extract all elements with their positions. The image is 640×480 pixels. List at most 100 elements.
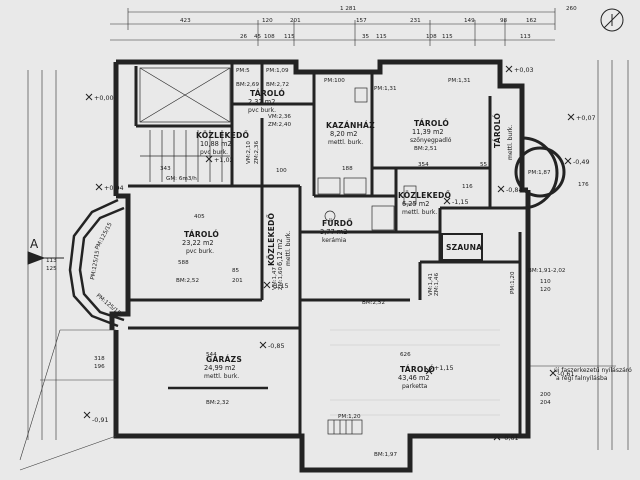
svg-text:PM:1,87: PM:1,87 xyxy=(528,170,551,176)
svg-text:343: 343 xyxy=(160,166,171,172)
svg-text:ZM:1,60: ZM:1,60 xyxy=(278,267,284,290)
room-label-storage-small-right: TÁROLÓ mettl. burk. xyxy=(493,113,514,160)
svg-text:354: 354 xyxy=(418,162,429,168)
left-bay-window xyxy=(68,198,125,328)
north-arrow-icon xyxy=(600,8,624,32)
svg-text:mettl. burk.: mettl. burk. xyxy=(402,209,437,216)
right-round-bay xyxy=(514,136,566,210)
room-label-boiler: KAZÁNHÁZ 8,20 m2 mettl. burk. xyxy=(326,121,375,146)
svg-text:FÜRDŐ: FÜRDŐ xyxy=(322,219,353,228)
svg-text:kerámia: kerámia xyxy=(322,237,347,244)
level-crosses xyxy=(83,65,575,441)
svg-text:BM:2,69: BM:2,69 xyxy=(236,82,259,88)
svg-text:43,46 m2: 43,46 m2 xyxy=(398,374,430,382)
room-label-storage-left: TÁROLÓ 23,22 m2 pvc burk. xyxy=(182,230,219,255)
room-label-storage-carpet: TÁROLÓ 11,39 m2 szőnyegpadló xyxy=(410,119,452,144)
ramp-lines xyxy=(19,329,117,471)
svg-text:a régi falnyílásba: a régi falnyílásba xyxy=(556,375,608,382)
svg-text:113: 113 xyxy=(46,258,57,264)
svg-text:23,22 m2: 23,22 m2 xyxy=(182,239,214,247)
inner-walls xyxy=(128,64,528,436)
svg-text:VM:2,36: VM:2,36 xyxy=(268,114,291,120)
room-label-corridor-mid: KÖZLEKEDŐ 6,25 m2 mettl. burk. xyxy=(398,191,452,216)
svg-text:162: 162 xyxy=(526,18,537,24)
svg-text:VM:1,41: VM:1,41 xyxy=(428,273,434,296)
svg-text:+1,15: +1,15 xyxy=(434,364,454,372)
svg-text:pvc burk.: pvc burk. xyxy=(186,248,214,255)
top-dimension-lines xyxy=(110,8,556,46)
svg-text:A: A xyxy=(30,237,39,251)
svg-text:55: 55 xyxy=(480,162,488,168)
svg-text:pvc burk.: pvc burk. xyxy=(248,107,276,114)
svg-text:176: 176 xyxy=(578,182,589,188)
svg-text:+0,00: +0,00 xyxy=(94,94,114,102)
svg-text:PM:1,20: PM:1,20 xyxy=(338,414,361,420)
svg-text:mettl. burk.: mettl. burk. xyxy=(328,139,363,146)
svg-text:szőnyegpadló: szőnyegpadló xyxy=(410,137,452,144)
svg-text:KÖZLEKEDŐ: KÖZLEKEDŐ xyxy=(398,191,452,200)
svg-text:196: 196 xyxy=(94,364,105,370)
svg-text:120: 120 xyxy=(262,18,273,24)
svg-text:24,99 m2: 24,99 m2 xyxy=(204,364,236,372)
svg-text:TÁROLÓ: TÁROLÓ xyxy=(414,119,449,128)
svg-text:TÁROLÓ: TÁROLÓ xyxy=(184,230,219,239)
right-dimension-lines xyxy=(597,60,629,450)
svg-text:200: 200 xyxy=(540,392,551,398)
svg-text:3,77 m2: 3,77 m2 xyxy=(320,228,347,236)
svg-text:11,39 m2: 11,39 m2 xyxy=(412,128,444,136)
svg-text:+1,02: +1,02 xyxy=(214,156,234,164)
svg-text:120: 120 xyxy=(540,287,551,293)
svg-text:149: 149 xyxy=(464,18,475,24)
ghost-hatching xyxy=(330,329,500,416)
bathroom-fixtures xyxy=(324,185,417,231)
svg-text:100: 100 xyxy=(276,168,287,174)
svg-text:PM:1,20: PM:1,20 xyxy=(510,271,516,294)
svg-text:+0,04: +0,04 xyxy=(104,184,124,192)
svg-text:26: 26 xyxy=(240,34,248,40)
svg-text:188: 188 xyxy=(342,166,353,172)
svg-text:BM:2,32: BM:2,32 xyxy=(206,400,229,406)
svg-text:115: 115 xyxy=(284,34,295,40)
svg-text:parketta: parketta xyxy=(402,383,428,390)
svg-text:BM:2,51: BM:2,51 xyxy=(414,146,437,152)
svg-text:KAZÁNHÁZ: KAZÁNHÁZ xyxy=(326,121,375,130)
svg-text:85: 85 xyxy=(232,268,240,274)
svg-text:mettl. burk.: mettl. burk. xyxy=(204,373,239,380)
room-label-sauna: SZAUNA xyxy=(446,243,482,252)
svg-text:8,20 m2: 8,20 m2 xyxy=(330,130,357,138)
svg-text:108: 108 xyxy=(264,34,275,40)
svg-text:35: 35 xyxy=(362,34,370,40)
top-dimension-text: 1 281 423 120 201 157 231 149 98 162 260… xyxy=(180,6,577,40)
svg-text:ZM:2,36: ZM:2,36 xyxy=(254,141,260,164)
svg-text:GARÁZS: GARÁZS xyxy=(206,355,242,364)
stairs-top xyxy=(139,67,231,123)
inner-dimension-text: 343 405 588 544 626 85 201 318 196 110 1… xyxy=(94,162,589,406)
svg-text:-1,15: -1,15 xyxy=(452,198,469,206)
svg-text:10,88 m2: 10,88 m2 xyxy=(200,140,232,148)
svg-text:PM:1,09: PM:1,09 xyxy=(266,68,289,74)
svg-text:ZM:2,40: ZM:2,40 xyxy=(268,122,291,128)
svg-text:KÖZLEKEDŐ: KÖZLEKEDŐ xyxy=(267,212,276,266)
svg-text:201: 201 xyxy=(290,18,301,24)
svg-text:VM:1,47: VM:1,47 xyxy=(272,267,278,290)
svg-text:45: 45 xyxy=(254,34,262,40)
svg-text:BM:2,52: BM:2,52 xyxy=(362,300,385,306)
svg-text:PM:1,31: PM:1,31 xyxy=(374,86,397,92)
svg-text:-0,91: -0,91 xyxy=(92,416,109,424)
svg-text:-1,15: -1,15 xyxy=(272,282,289,290)
svg-text:113: 113 xyxy=(520,34,531,40)
svg-text:-0,49: -0,49 xyxy=(573,158,590,166)
svg-text:2,32 m2: 2,32 m2 xyxy=(248,98,275,106)
svg-text:1 281: 1 281 xyxy=(340,6,356,12)
section-arrow-icon xyxy=(27,251,64,265)
svg-text:BM:2,72: BM:2,72 xyxy=(266,82,289,88)
svg-text:SZAUNA: SZAUNA xyxy=(446,243,482,252)
svg-text:PM:5: PM:5 xyxy=(236,68,250,74)
svg-text:ZM:1,46: ZM:1,46 xyxy=(434,273,440,296)
svg-text:260: 260 xyxy=(566,6,577,12)
svg-text:KÖZLEKEDŐ: KÖZLEKEDŐ xyxy=(196,131,250,140)
svg-text:TÁROLÓ: TÁROLÓ xyxy=(400,365,435,374)
svg-text:157: 157 xyxy=(356,18,367,24)
room-label-bathroom: FÜRDŐ 3,77 m2 kerámia xyxy=(320,219,353,244)
svg-text:116: 116 xyxy=(462,184,473,190)
